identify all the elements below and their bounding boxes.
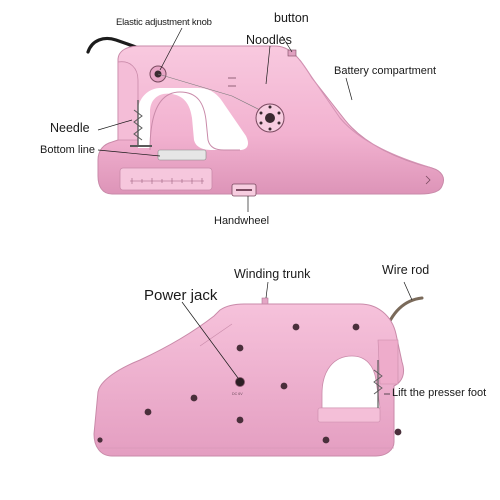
elastic-knob-label: Elastic adjustment knob	[116, 17, 212, 28]
bottom-line-label: Bottom line	[40, 144, 96, 156]
handwheel-label: Handwheel	[214, 215, 270, 227]
battery-label: Battery compartment	[334, 65, 437, 77]
ruler-scale	[130, 178, 204, 184]
presser-foot-label: Lift the presser foot	[392, 387, 487, 399]
wire-rod-label: Wire rod	[382, 263, 430, 277]
screw-icon	[97, 323, 402, 444]
bottom-machine: DC 6V	[93, 281, 424, 457]
power-button-top	[287, 49, 297, 57]
handwheel-icon	[255, 103, 285, 133]
needle-icon	[130, 100, 152, 147]
svg-text:DC 6V: DC 6V	[232, 392, 243, 396]
needle-plate	[157, 149, 207, 161]
power-jack	[235, 377, 245, 387]
base-plate	[119, 167, 213, 191]
needle-label: Needle	[50, 121, 90, 135]
winding-trunk-label: Winding trunk	[234, 267, 311, 281]
base-plate-bottom	[317, 407, 381, 423]
machine-throat-top	[138, 88, 248, 150]
power-cord	[86, 36, 152, 54]
top-machine	[86, 27, 445, 212]
button-label: button	[274, 11, 309, 25]
power-jack-label: Power jack	[144, 287, 218, 304]
noodles-label: Noodles	[246, 33, 292, 47]
machine-throat-bottom	[321, 355, 381, 409]
